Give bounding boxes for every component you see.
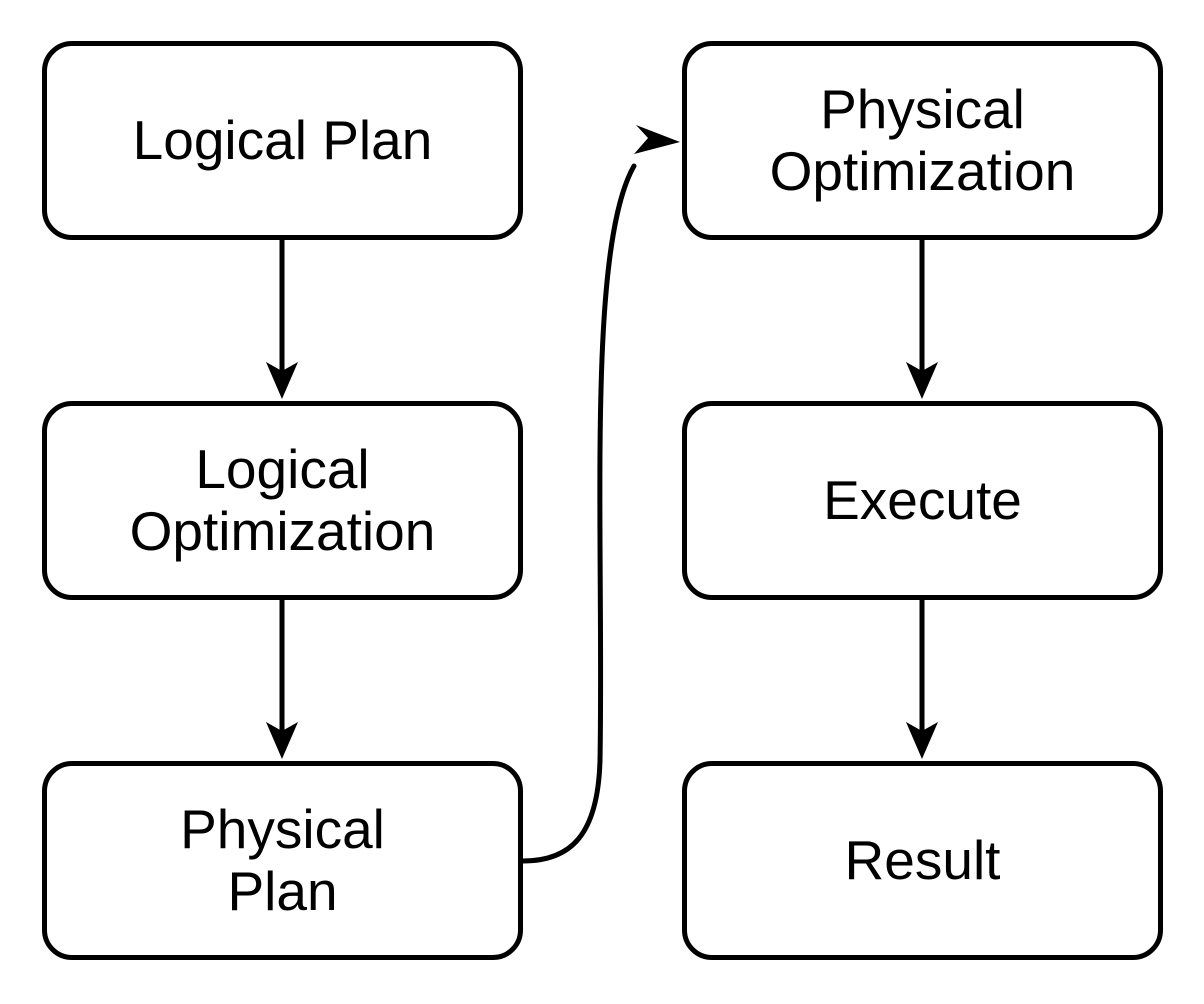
edge-logical-optimization-to-physical-plan	[266, 600, 298, 759]
node-result[interactable]: Result	[682, 761, 1163, 960]
node-physical-plan-label: Physical Plan	[180, 797, 385, 922]
node-logical-optimization[interactable]: Logical Optimization	[42, 401, 523, 600]
edge-logical-plan-to-logical-optimization	[266, 240, 298, 399]
node-logical-plan-label: Logical Plan	[132, 108, 433, 171]
node-physical-optimization[interactable]: Physical Optimization	[682, 41, 1163, 240]
node-logical-plan[interactable]: Logical Plan	[42, 41, 523, 240]
node-logical-optimization-label: Logical Optimization	[129, 437, 436, 562]
node-result-label: Result	[844, 828, 1001, 891]
node-physical-plan[interactable]: Physical Plan	[42, 761, 523, 960]
edge-physical-plan-to-physical-optimization	[520, 125, 680, 864]
edge-execute-to-result	[906, 600, 938, 759]
node-physical-optimization-label: Physical Optimization	[769, 77, 1076, 202]
node-execute-label: Execute	[823, 468, 1022, 531]
edge-physical-optimization-to-execute	[906, 240, 938, 399]
node-execute[interactable]: Execute	[682, 401, 1163, 600]
